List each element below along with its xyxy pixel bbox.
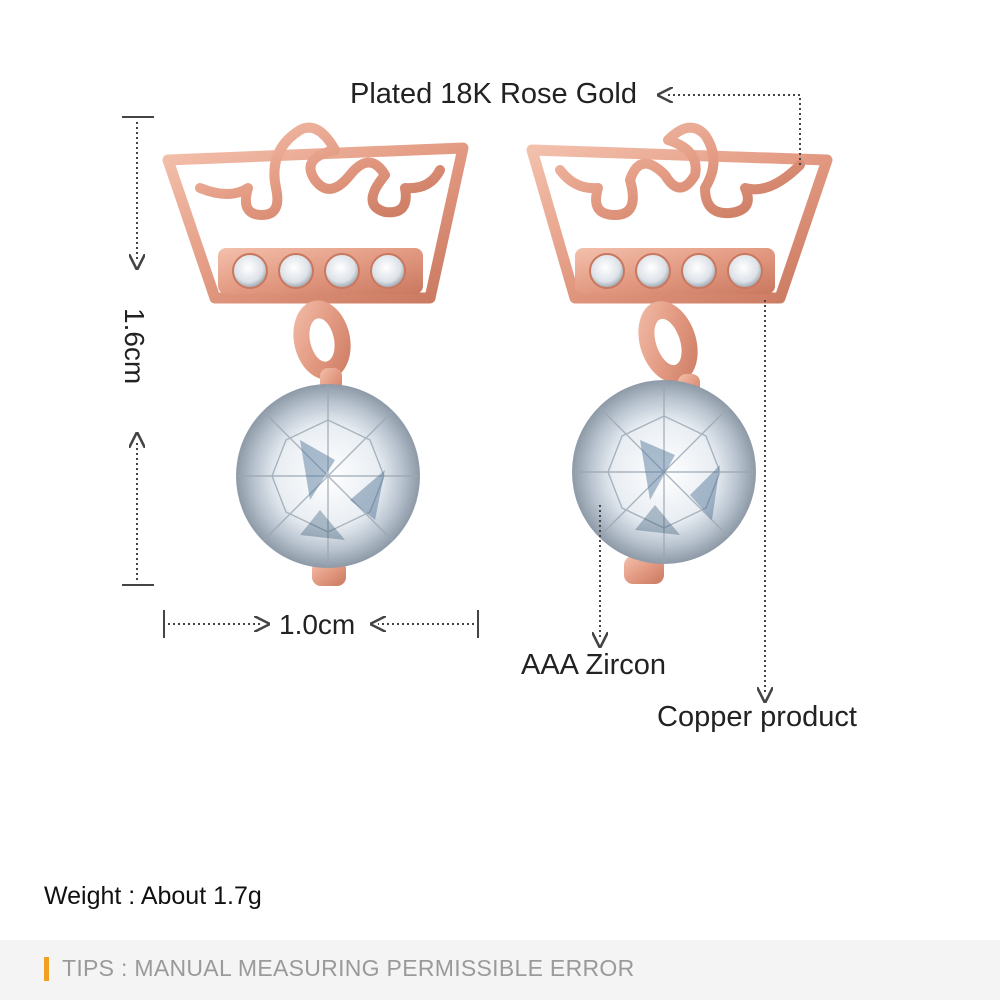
tips-text: TIPS : MANUAL MEASURING PERMISSIBLE ERRO… (62, 955, 635, 981)
width-dimension-label: 1.0cm (279, 609, 356, 640)
right-earring (526, 122, 833, 584)
material-label: Copper product (657, 701, 857, 733)
plating-label: Plated 18K Rose Gold (350, 78, 637, 110)
weight-label: Weight : About 1.7g (44, 882, 262, 910)
height-dimension-label: 1.6cm (119, 308, 150, 385)
stone-label: AAA Zircon (521, 649, 667, 681)
tips-accent-mark (44, 957, 49, 981)
left-earring (162, 122, 469, 586)
dimension-lines (122, 95, 801, 695)
tips-bar (0, 940, 1000, 1000)
